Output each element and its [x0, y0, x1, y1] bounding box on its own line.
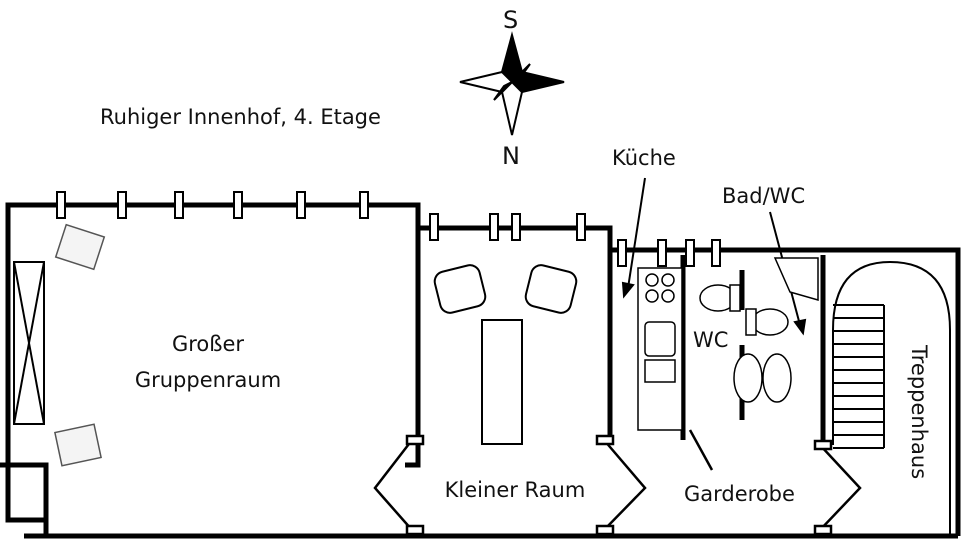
floor-caption: Ruhiger Innenhof, 4. Etage [100, 105, 381, 129]
room-label-large-group-line1: Großer [171, 332, 245, 356]
room-label-stairwell: Treppenhaus [907, 345, 931, 480]
compass-south-label: S [503, 6, 519, 34]
table [481, 319, 523, 445]
bathroom-fixtures [699, 257, 819, 403]
compass-north-label: N [502, 142, 520, 170]
armchair [433, 264, 578, 314]
chair [54, 223, 106, 467]
window-marks [56, 191, 721, 267]
stairs [832, 260, 951, 536]
room-label-large-group-line2: Gruppenraum [134, 368, 282, 392]
room-label-bath: Bad/WC [722, 184, 806, 208]
room-label-small: Kleiner Raum [444, 478, 586, 502]
room-label-kitchen: Küche [612, 146, 676, 170]
compass-rose-icon [459, 31, 565, 136]
door-swings [373, 429, 862, 536]
walls [0, 202, 961, 539]
kitchen-fixtures [637, 267, 683, 431]
cabinet [13, 261, 45, 425]
room-label-large-group: Großer Gruppenraum [118, 326, 298, 398]
room-label-wardrobe: Garderobe [684, 482, 795, 506]
room-label-wc: WC [693, 328, 729, 352]
